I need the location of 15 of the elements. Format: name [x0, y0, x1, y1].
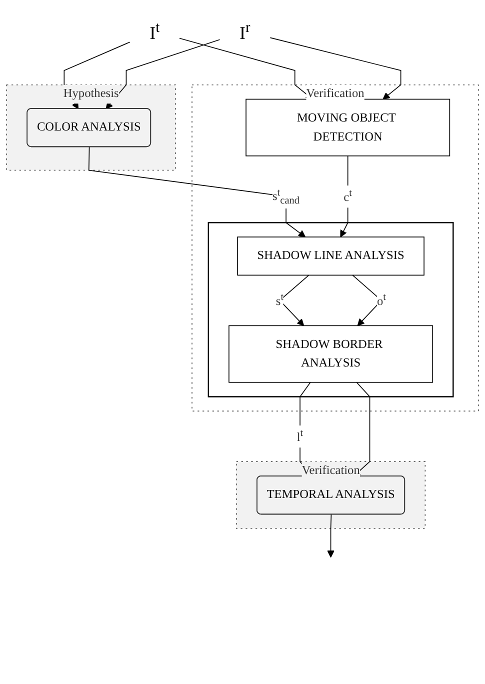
edge-label: c$^{t}$ [344, 187, 352, 204]
arrow [327, 514, 334, 558]
node-text: I$^{t}$ [150, 18, 160, 43]
node-text: I$^{r}$ [239, 18, 250, 43]
arrow [106, 39, 220, 110]
cluster [208, 222, 454, 398]
edge-label: o$^{t}$ [376, 291, 386, 308]
edge-label: s$^{t}$ [276, 291, 284, 308]
arrow [270, 37, 402, 100]
edge-label: l$^{t}$ [296, 427, 304, 444]
node-box: MOVING OBJECT DETECTION [246, 98, 450, 156]
arrow [88, 146, 306, 238]
arrow [340, 155, 348, 238]
node-box: SHADOW BORDER ANALYSIS [228, 325, 434, 383]
node-box: SHADOW LINE ANALYSIS [237, 236, 424, 276]
